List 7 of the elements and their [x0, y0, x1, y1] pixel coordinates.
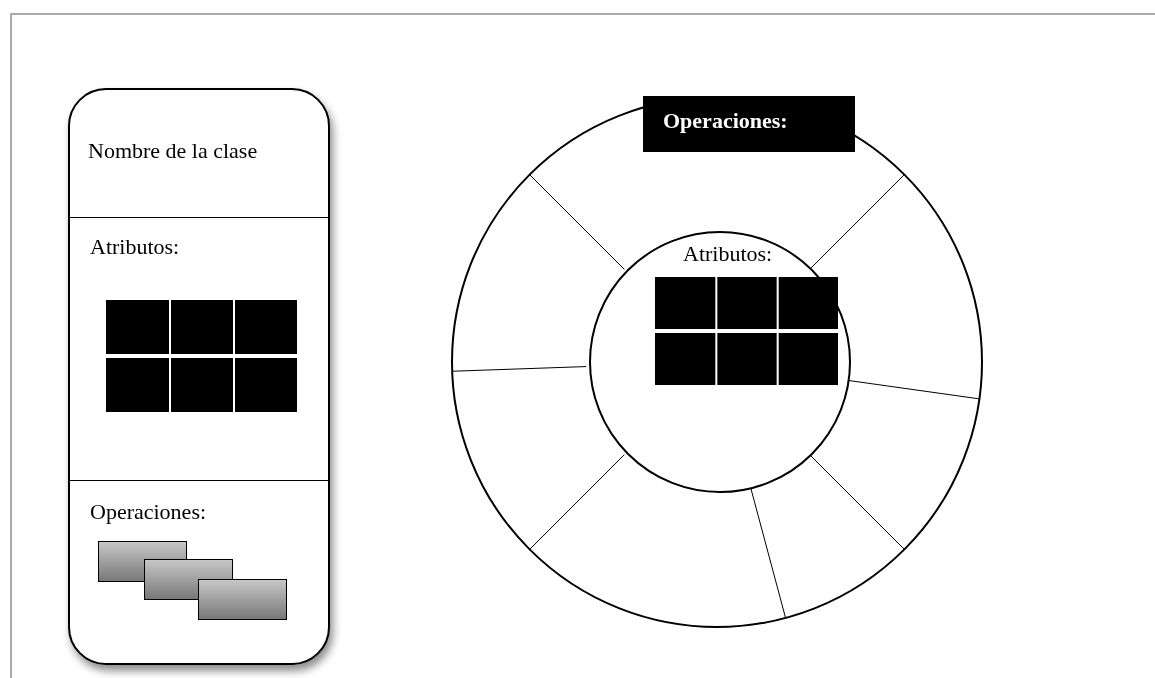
box-heading: Operaciones: [663, 108, 788, 134]
section-heading: Atributos: [683, 241, 773, 267]
class-card [68, 88, 330, 665]
operations-label-box [643, 96, 855, 152]
section-heading: Operaciones: [90, 499, 207, 525]
section-heading: Atributos: [90, 234, 180, 260]
section-heading: Nombre de la clase [88, 138, 258, 164]
